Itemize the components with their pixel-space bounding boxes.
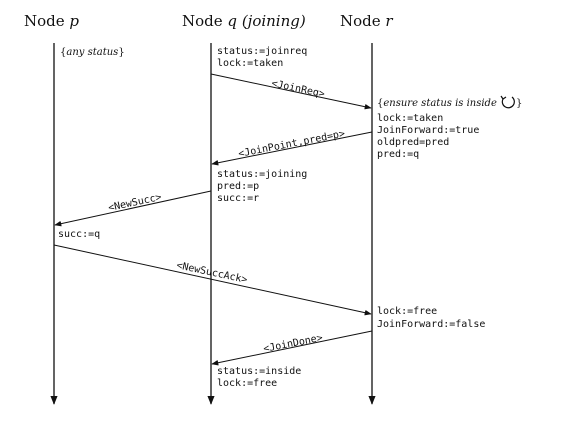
p-newsucc-line-1: succ:=q [58,229,100,240]
node-q-title: Node q (joining) [182,12,306,30]
new-succ-arrow [54,190,212,227]
r-ensure-annotation: {ensure status is inside [377,98,497,109]
q-joinpoint-line-3: succ:=r [217,193,259,204]
r-joinreq-line-4: pred:=q [377,149,419,160]
q-initial-line-1: status:=joinreq [217,46,307,57]
q-joinpoint-line-2: pred:=p [217,181,259,192]
r-joinreq-line-3: oldpred=pred [377,137,449,148]
q-joindone-line-2: lock:=free [217,378,277,389]
join-done-label: <JoinDone> [262,333,323,355]
p-any-status: {any status} [60,47,125,58]
q-joindone-line-1: status:=inside [217,366,301,377]
node-r-title: Node r [340,12,393,30]
join-req-arrow [210,73,372,110]
join-point-arrow [211,131,373,166]
q-initial-line-2: lock:=taken [217,58,283,69]
join-point-label: <JoinPoint,pred=p> [237,128,345,159]
node-p-title: Node p [24,12,79,30]
r-joinreq-line-1: lock:=taken [377,113,443,124]
new-succ-ack-label: <NewSuccAck> [175,260,248,286]
r-joinreq-line-2: JoinForward:=true [377,125,479,136]
q-joinpoint-line-1: status:=joining [217,169,307,180]
new-succ-ack-arrow [53,244,372,316]
join-req-label: <JoinReq> [270,78,325,100]
r-newsuccack-line-2: JoinForward:=false [377,319,485,330]
circular-wait-arrow-icon [500,95,515,109]
join-done-arrow [211,330,373,366]
r-newsuccack-line-1: lock:=free [377,306,437,317]
new-succ-label: <NewSucc> [107,192,162,214]
r-ensure-close-brace: } [516,98,522,109]
